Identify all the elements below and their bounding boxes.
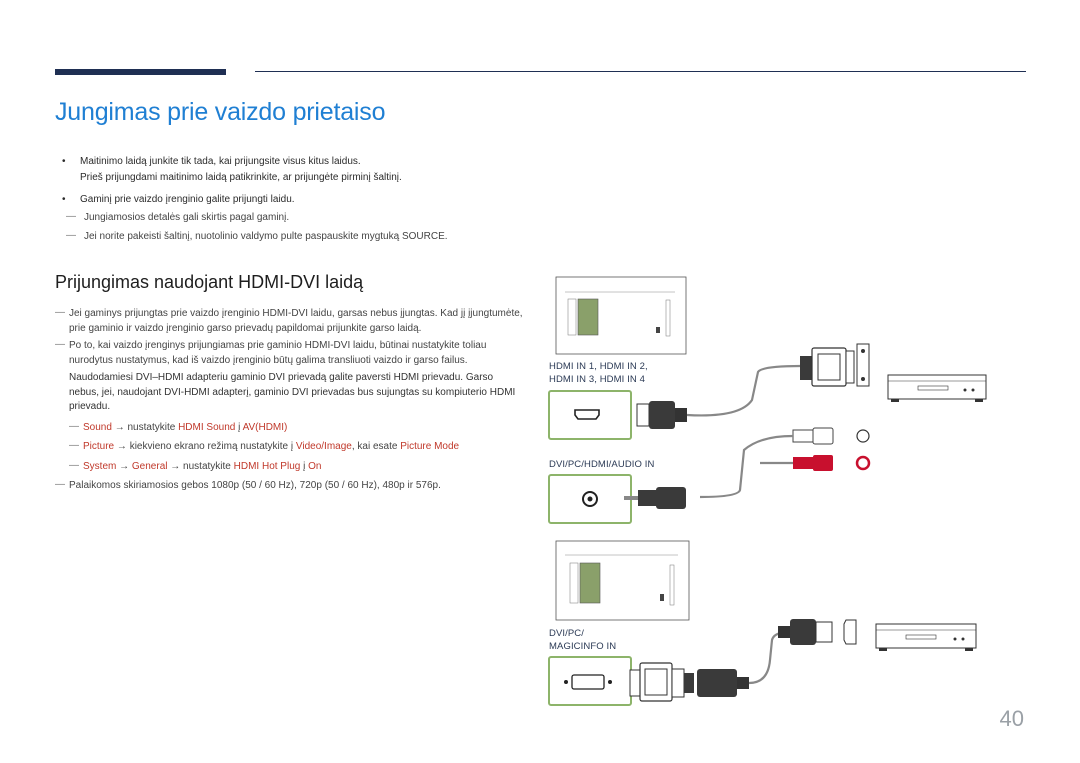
note-dash: ― xyxy=(69,420,79,432)
section-body: ― Jei gaminys prijungtas prie vaizdo įre… xyxy=(55,307,525,494)
note-text: Jei norite pakeisti šaltinį, nuotolinio … xyxy=(84,231,448,242)
menu-item-general: General xyxy=(131,460,168,472)
menu-path-system: ― System → General → nustatykite HDMI Ho… xyxy=(55,460,525,475)
note-dash: ― xyxy=(66,210,76,222)
section-heading: Prijungimas naudojant HDMI-DVI laidą xyxy=(55,272,364,292)
bullet-text: Maitinimo laidą junkite tik tada, kai pr… xyxy=(80,156,361,167)
dvi-port-box xyxy=(548,656,632,706)
note-text: Po to, kai vaizdo įrenginys prijungiamas… xyxy=(69,340,487,366)
menu-value-video-image: Video/Image xyxy=(295,441,352,452)
source-device-icon xyxy=(875,623,977,651)
menu-item-hdmi-sound: HDMI Sound xyxy=(178,421,236,433)
dvi-in-label: DVI/PC/ MAGICINFO IN xyxy=(549,628,616,653)
intro-list: • Maitinimo laidą junkite tik tada, kai … xyxy=(62,154,542,245)
hdmi-dvi-cable xyxy=(686,364,801,417)
path-text: , kai esate xyxy=(351,441,401,452)
note-text: Jei gaminys prijungtas prie vaizdo įreng… xyxy=(69,308,523,334)
note-dash: ― xyxy=(66,230,76,241)
hdmi-port-box xyxy=(548,390,632,440)
audio-in-label: DVI/PC/HDMI/AUDIO IN xyxy=(549,459,655,470)
menu-item-hdmi-hot-plug: HDMI Hot Plug xyxy=(233,460,301,472)
header-rule xyxy=(255,71,1026,72)
path-text: kiekvieno ekrano režimą nustatykite į xyxy=(129,441,296,452)
audio-jack-plug-icon xyxy=(624,487,686,509)
path-text: nustatykite xyxy=(183,460,234,472)
bullet-dot: • xyxy=(62,156,66,167)
menu-path-sound: ― Sound → nustatykite HDMI Sound į AV(HD… xyxy=(55,421,525,436)
page-title: Jungimas prie vaizdo prietaiso xyxy=(55,98,386,126)
arrow-glyph: → xyxy=(114,441,130,452)
menu-value-av-hdmi: AV(HDMI) xyxy=(242,421,288,433)
product-rear-panel-icon xyxy=(555,540,690,621)
label-line: HDMI IN 1, HDMI IN 2, xyxy=(549,361,648,372)
label-line: HDMI IN 3, HDMI IN 4 xyxy=(549,373,645,385)
path-text: nustatykite xyxy=(127,421,179,433)
arrow-glyph: → xyxy=(111,421,128,433)
note-dash: ― xyxy=(55,339,65,350)
dvi-hdmi-cable xyxy=(748,630,791,685)
note-text: Palaikomos skiriamosios gebos 1080p (50 … xyxy=(69,480,441,491)
note-dash: ― xyxy=(69,459,79,471)
header-accent-bar xyxy=(55,69,226,75)
note-dash: ― xyxy=(55,479,65,490)
intro-bullet: • Maitinimo laidą junkite tik tada, kai … xyxy=(62,154,542,170)
dvi-plug-icon xyxy=(800,343,870,387)
label-line: MAGICINFO IN xyxy=(549,640,617,652)
label-line: DVI/PC/ xyxy=(549,628,585,639)
dvi-plug-icon xyxy=(629,662,694,702)
rca-audio-plug-red xyxy=(793,455,871,471)
menu-path-picture: ― Picture → kiekvieno ekrano režimą nust… xyxy=(55,440,525,455)
intro-note: ― Jungiamosios detalės gali skirtis paga… xyxy=(62,210,542,226)
intro-bullet: • Gaminį prie vaizdo įrenginio galite pr… xyxy=(62,192,542,208)
menu-item-system: System xyxy=(83,460,117,472)
menu-item-sound: Sound xyxy=(83,421,112,433)
bullet-text: Gaminį prie vaizdo įrenginio galite prij… xyxy=(80,194,295,205)
section-paragraph: Naudodamiesi DVI–HDMI adapteriu gaminio … xyxy=(69,372,516,412)
page-number: 40 xyxy=(999,706,1024,731)
section-note: ― Po to, kai vaizdo įrenginys prijungiam… xyxy=(55,339,525,368)
rca-audio-plug-white xyxy=(792,427,870,445)
hdmi-plug-icon xyxy=(636,401,687,429)
note-dash: ― xyxy=(69,440,79,451)
path-text: į xyxy=(300,460,309,472)
bullet-dot: • xyxy=(62,194,66,205)
bullet-subtext: Prieš prijungdami maitinimo laidą patikr… xyxy=(80,171,402,183)
hdmi-in-label: HDMI IN 1, HDMI IN 2, HDMI IN 3, HDMI IN… xyxy=(549,361,648,386)
audio-cable xyxy=(699,434,794,499)
section-note: ― Jei gaminys prijungtas prie vaizdo įre… xyxy=(55,307,525,336)
arrow-glyph: → xyxy=(116,460,132,472)
hdmi-plug-icon xyxy=(697,669,749,697)
product-rear-panel-icon xyxy=(555,276,687,355)
menu-item-picture-mode: Picture Mode xyxy=(400,441,460,452)
note-dash: ― xyxy=(55,307,65,318)
audio-port-box xyxy=(548,474,632,524)
menu-value-on: On xyxy=(308,460,322,472)
source-device-icon xyxy=(887,374,987,402)
note-text: Jungiamosios detalės gali skirtis pagal … xyxy=(84,211,290,223)
hdmi-plug-icon xyxy=(778,619,857,645)
arrow-glyph: → xyxy=(167,460,184,472)
section-note: ― Palaikomos skiriamosios gebos 1080p (5… xyxy=(55,479,525,494)
intro-note: ― Jei norite pakeisti šaltinį, nuotolini… xyxy=(62,229,542,245)
menu-item-picture: Picture xyxy=(83,441,115,452)
path-text: į xyxy=(235,421,243,433)
